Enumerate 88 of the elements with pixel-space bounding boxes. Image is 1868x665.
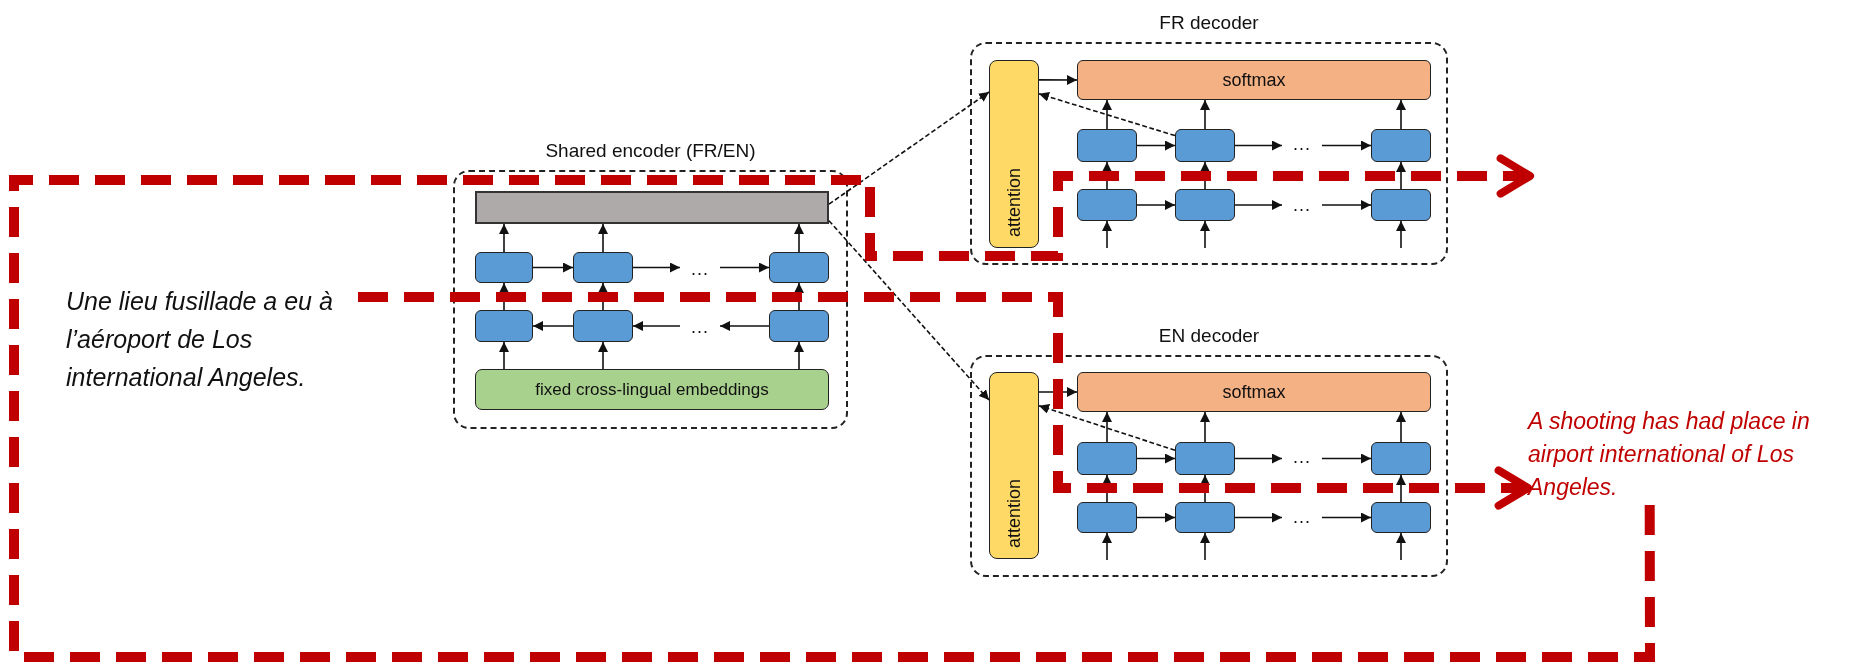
arrow — [1200, 532, 1210, 561]
rnn-cell — [1077, 129, 1137, 162]
flow-arrow — [358, 292, 1533, 510]
attention-arrow — [828, 219, 990, 401]
output-sentence: A shooting has had place in airport international of Los Angeles. — [1528, 405, 1866, 505]
arrow — [1102, 532, 1112, 561]
rnn-cell — [475, 310, 533, 342]
rnn-cell — [1077, 442, 1137, 475]
arrow — [532, 321, 574, 331]
rnn-cell — [1371, 189, 1431, 221]
ellipsis: ... — [1282, 139, 1322, 151]
arrow — [1234, 512, 1283, 523]
rnn-cell — [1371, 502, 1431, 533]
softmax-layer: softmax — [1077, 372, 1431, 412]
rnn-cell — [1077, 502, 1137, 533]
arrow — [794, 341, 804, 370]
arrow — [1234, 140, 1283, 151]
arrow — [598, 341, 608, 370]
rnn-cell — [1175, 502, 1235, 533]
arrow — [1102, 474, 1112, 503]
attention-layer: attention — [989, 372, 1039, 559]
ellipsis: ... — [680, 322, 720, 334]
arrow — [499, 341, 509, 370]
arrow — [1136, 453, 1176, 464]
softmax-layer: softmax — [1077, 60, 1431, 100]
attention-arrow — [828, 91, 990, 205]
arrow — [719, 262, 770, 273]
arrow — [598, 282, 608, 311]
arrow — [794, 223, 804, 253]
flow-arrow — [9, 154, 1655, 662]
arrow — [532, 262, 574, 273]
rnn-cell — [1371, 442, 1431, 475]
arrow — [1136, 200, 1176, 210]
arrow — [1321, 140, 1372, 151]
arrow — [1396, 532, 1406, 561]
arrow — [1200, 161, 1210, 190]
arrow — [1234, 200, 1283, 210]
arrow — [1396, 99, 1406, 130]
attention-layer: attention — [989, 60, 1039, 248]
arrow — [499, 223, 509, 253]
arrow — [598, 223, 608, 253]
rnn-cell — [1371, 129, 1431, 162]
ellipsis: ... — [680, 264, 720, 276]
ellipsis: ... — [1282, 452, 1322, 464]
arrow — [1200, 220, 1210, 249]
source-sentence: Une lieu fusillade a eu à l’aéroport de Los international Angeles. — [66, 282, 358, 396]
panel-title: Shared encoder (FR/EN) — [544, 140, 757, 162]
panel-title: EN decoder — [1157, 325, 1261, 347]
arrow — [794, 282, 804, 311]
arrow — [1396, 161, 1406, 190]
arrow — [1136, 140, 1176, 151]
arrow — [1321, 200, 1372, 210]
embedding-layer: fixed cross-lingual embeddings — [475, 369, 829, 410]
rnn-cell — [769, 310, 829, 342]
arrow — [1234, 453, 1283, 464]
attention-arrow — [1038, 91, 1176, 137]
rnn-cell — [573, 310, 633, 342]
rnn-cell — [1175, 189, 1235, 221]
rnn-cell — [1077, 189, 1137, 221]
arrow — [1396, 474, 1406, 503]
arrow — [632, 262, 681, 273]
arrow — [1200, 411, 1210, 443]
arrow — [1136, 512, 1176, 523]
arrow — [1102, 411, 1112, 443]
arrow — [1321, 453, 1372, 464]
ellipsis: ... — [1282, 200, 1322, 212]
arrow — [1200, 99, 1210, 130]
panel-title: FR decoder — [1158, 12, 1260, 34]
rnn-cell — [1175, 442, 1235, 475]
attention-arrow — [1038, 404, 1176, 452]
arrow — [1396, 220, 1406, 249]
arrow — [632, 321, 681, 331]
arrow — [1321, 512, 1372, 523]
rnn-cell — [475, 252, 533, 283]
arrow — [1200, 474, 1210, 503]
arrow — [719, 321, 770, 331]
arrow — [1038, 74, 1078, 85]
rnn-cell — [1175, 129, 1235, 162]
rnn-cell — [573, 252, 633, 283]
arrow — [1102, 220, 1112, 249]
rnn-cell — [769, 252, 829, 283]
arrow — [1038, 387, 1078, 397]
arrow — [1396, 411, 1406, 443]
arrow — [1102, 99, 1112, 130]
ellipsis: ... — [1282, 512, 1322, 524]
encoder-output-bar — [475, 191, 829, 224]
arrow — [499, 282, 509, 311]
arrow — [1102, 161, 1112, 190]
